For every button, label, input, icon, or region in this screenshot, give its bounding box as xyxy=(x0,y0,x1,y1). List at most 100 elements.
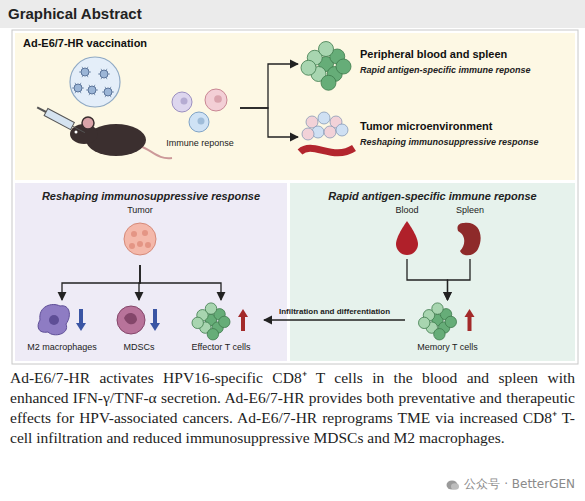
title-band xyxy=(0,0,585,28)
t-cell xyxy=(219,316,230,327)
figure-title: Graphical Abstract xyxy=(8,5,142,22)
node-label: Blood xyxy=(385,205,429,216)
t-cell xyxy=(192,317,203,328)
mdsc-cell xyxy=(117,306,145,334)
blood-drop xyxy=(396,221,418,255)
top-panel: Ad-E6/7-HR vaccinationImmune reponsePeri… xyxy=(15,33,575,180)
node-subtitle: Reshaping immunosuppressive response xyxy=(360,137,572,148)
tumor-spot xyxy=(129,243,135,249)
cell-nucleus xyxy=(214,95,222,103)
node-subtitle: Rapid antigen-specific immune reponse xyxy=(360,65,572,76)
node-label: Spleen xyxy=(445,205,495,216)
increase-arrow xyxy=(238,309,248,331)
connector-arrow xyxy=(240,64,298,108)
tumor-cell xyxy=(324,126,336,138)
t-cell xyxy=(336,59,351,74)
t-cell xyxy=(301,60,316,75)
connector-arrow xyxy=(264,319,405,320)
t-cell xyxy=(319,42,334,57)
right-panel: Rapid antigen-specific immune reponseBlo… xyxy=(290,183,575,361)
mouse-ear xyxy=(82,117,94,129)
syringe-needle xyxy=(72,126,84,133)
figure-frame xyxy=(12,30,578,364)
right-panel-ground xyxy=(290,183,575,361)
cell-nucleus xyxy=(181,98,188,105)
virus-bubble xyxy=(70,57,120,107)
tumor-cell xyxy=(318,112,330,124)
spleen-organ xyxy=(457,223,480,255)
macrophage xyxy=(38,305,69,335)
decrease-arrow xyxy=(150,309,160,331)
vessel-icon xyxy=(298,108,356,166)
node-label: Reshaping immunosuppressive response xyxy=(15,190,287,203)
virus-particle xyxy=(100,70,108,78)
watermark-icon xyxy=(446,479,460,491)
watermark-text: 公众号 · BetterGEN xyxy=(464,476,575,493)
t-cell xyxy=(445,316,456,327)
node-label: M2 macrophages xyxy=(22,342,102,353)
tumor-node: Tumor xyxy=(110,205,170,265)
top-panel-ground xyxy=(15,33,575,180)
panel-grounds xyxy=(15,33,575,361)
left-panel: Reshaping immunosuppressive responseTumo… xyxy=(15,183,287,361)
cell-nucleus xyxy=(198,118,205,125)
memory-t-cell-node: Memory T cells xyxy=(405,300,490,358)
node-label: MDSCs xyxy=(104,342,174,353)
syringe-plunger xyxy=(37,107,46,112)
tumor-cell xyxy=(124,223,156,255)
node-label: Memory T cells xyxy=(405,342,490,353)
virus-particle xyxy=(104,88,112,96)
effector-t-cell-node: Effector T cells xyxy=(178,300,264,358)
left-panel-ground xyxy=(15,183,287,361)
connector-arrow xyxy=(240,108,298,137)
tumor-cell xyxy=(336,124,348,136)
blood-node: Blood xyxy=(385,205,429,259)
blood-vessel xyxy=(300,148,354,153)
edge-label: Infiltration and differentiation xyxy=(279,308,390,317)
node-label: Rapid antigen-specific immune reponse xyxy=(290,190,575,203)
connector-arrow xyxy=(62,265,140,300)
virus-particle xyxy=(74,84,82,92)
virus-particle xyxy=(88,86,96,94)
node-label: Immune reponse xyxy=(160,138,240,149)
immune-cells-node: Immune reponse xyxy=(160,88,240,154)
mdsc-icon xyxy=(104,300,174,340)
increase-arrow xyxy=(465,309,475,331)
t-cell xyxy=(434,329,445,340)
tumor-cell xyxy=(302,128,314,140)
t-cell xyxy=(321,75,336,90)
virus-particle xyxy=(81,68,89,76)
connector-arrow xyxy=(140,265,221,300)
tumor-icon xyxy=(110,219,170,263)
cell-nucleus xyxy=(124,313,137,324)
cells3-icon xyxy=(160,88,240,136)
blood-spleen-node: Peripheral blood and spleenRapid antigen… xyxy=(298,40,572,88)
immune-cell xyxy=(205,89,227,111)
mouse-eye xyxy=(75,131,78,134)
cluster-icon xyxy=(298,40,356,88)
syringe xyxy=(35,104,86,136)
tumor-spot xyxy=(145,242,151,248)
tumor-spot xyxy=(131,231,137,237)
tumor-spot xyxy=(137,241,143,247)
m2-macrophage-node: M2 macrophages xyxy=(22,300,102,358)
vaccination-illustration xyxy=(35,57,172,158)
t-cell xyxy=(205,303,216,314)
t-cell xyxy=(207,329,218,340)
watermark: 公众号 · BetterGEN xyxy=(446,476,575,493)
drop-icon xyxy=(385,219,429,257)
tumor-spot xyxy=(142,230,148,236)
chat-bubble xyxy=(451,483,459,490)
decrease-arrow xyxy=(76,309,86,331)
effector-icon xyxy=(178,300,264,340)
t-cell xyxy=(419,317,430,328)
tumor-microenvironment-node: Tumor microenvironmentReshaping immunosu… xyxy=(298,108,572,166)
syringe-barrel xyxy=(44,108,74,129)
spleen-icon xyxy=(445,219,495,257)
immune-cell xyxy=(189,112,209,132)
memory-icon xyxy=(405,300,490,340)
cell-nucleus xyxy=(49,315,59,325)
connector-arrow xyxy=(407,259,448,300)
node-label: Tumor microenvironment xyxy=(360,120,572,133)
